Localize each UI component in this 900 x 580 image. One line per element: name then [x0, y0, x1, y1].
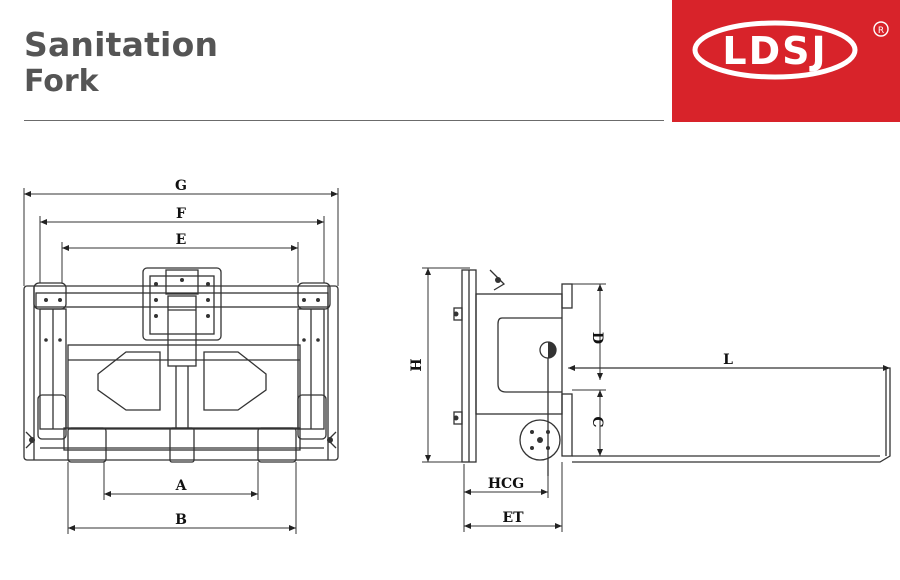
side-carriage	[475, 293, 563, 415]
dim-label-hcg: HCG	[488, 476, 524, 492]
right-upright-top	[297, 282, 331, 310]
right-fork-block	[257, 427, 297, 463]
dim-label-d: D	[589, 332, 605, 344]
dim-label-f: F	[176, 206, 186, 222]
centre-mount	[142, 267, 222, 341]
title-line-2: Fork	[24, 64, 99, 99]
left-hex-plate	[97, 351, 161, 411]
carriage-plate	[67, 344, 301, 430]
logo-ellipse	[692, 20, 858, 80]
front-view	[23, 267, 339, 463]
side-roller	[519, 419, 561, 461]
dim-label-a: A	[175, 478, 188, 494]
left-fork-block	[67, 427, 107, 463]
dim-label-h: H	[409, 358, 425, 371]
fork-blade	[572, 367, 891, 463]
dim-label-b: B	[175, 512, 187, 528]
page-title: Sanitation Fork	[24, 28, 218, 97]
svg-text:R: R	[878, 26, 884, 36]
dim-label-et: ET	[502, 510, 524, 526]
side-view	[453, 269, 891, 476]
right-hex-plate	[203, 351, 267, 411]
title-line-1: Sanitation	[24, 25, 219, 64]
carriage-top-bar	[35, 292, 329, 308]
bottom-rail	[63, 427, 301, 451]
dim-label-e: E	[176, 232, 187, 248]
header-divider	[24, 120, 664, 121]
dim-label-l: L	[723, 352, 733, 368]
dim-label-c: C	[589, 416, 605, 427]
brand-logo: LDSJ R	[672, 0, 900, 122]
logo-text: LDSJ	[722, 29, 827, 73]
left-upright-top	[33, 282, 67, 310]
registered-mark-icon	[873, 21, 889, 37]
front-dimensions	[23, 188, 339, 534]
centre-cylinder	[167, 295, 197, 367]
front-frame-outline	[23, 285, 339, 461]
side-dimensions	[422, 267, 890, 532]
dim-label-g: G	[175, 178, 187, 194]
centre-fork-block	[169, 427, 195, 463]
technical-drawing: G F E A B	[23, 178, 891, 534]
